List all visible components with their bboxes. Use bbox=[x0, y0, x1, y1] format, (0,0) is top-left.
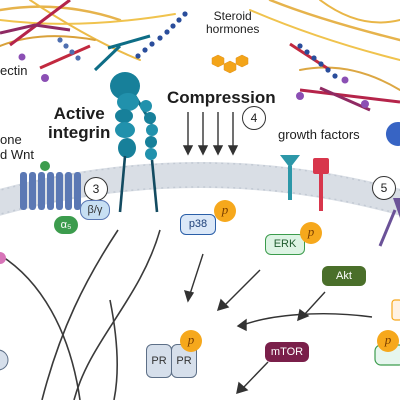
left-pink-dot bbox=[0, 252, 6, 264]
step-3-badge: 3 bbox=[84, 177, 108, 201]
pr-phospho: p bbox=[180, 330, 202, 352]
p38-phospho: p bbox=[214, 200, 236, 222]
seven-tm-receptor bbox=[20, 161, 81, 210]
g-beta-gamma: β/γ bbox=[80, 200, 110, 220]
compression-arrows bbox=[182, 112, 239, 156]
plasma-membrane bbox=[0, 162, 400, 216]
step-5-badge: 5 bbox=[372, 176, 396, 200]
right-edge-receptor bbox=[385, 121, 400, 146]
purple-dots bbox=[18, 53, 369, 108]
left-cut-label: one d Wnt bbox=[0, 132, 34, 162]
laminin-beads bbox=[57, 11, 338, 79]
signal-arrows bbox=[183, 253, 373, 395]
growth-factor-receptors bbox=[280, 155, 400, 247]
growth-factors-label: growth factors bbox=[278, 127, 360, 142]
steroid-hormones-label: Steroid hormones bbox=[206, 9, 260, 37]
mtor-kinase: mTOR bbox=[265, 342, 309, 362]
akt-kinase: Akt bbox=[322, 266, 366, 286]
step-4-badge: 4 bbox=[242, 106, 266, 130]
cytoskeleton bbox=[0, 229, 161, 400]
ecm-fibers bbox=[0, 0, 400, 91]
fibronectin-chains bbox=[0, 0, 400, 112]
erk-kinase: ERK bbox=[265, 234, 305, 255]
compression-label: Compression bbox=[167, 88, 276, 107]
integrin-structure bbox=[93, 34, 159, 213]
erk-phospho: p bbox=[300, 222, 322, 244]
steroid-hexagons bbox=[211, 54, 249, 74]
fibronectin-label: ectin bbox=[0, 63, 28, 78]
progesterone-receptor-1: PR bbox=[146, 344, 172, 378]
right-edge-phospho: p bbox=[377, 330, 399, 352]
active-integrin-label: Active integrin bbox=[48, 104, 111, 143]
g-alpha-subunit: α₅ bbox=[54, 216, 78, 234]
partial-node-2 bbox=[391, 299, 400, 321]
p38-kinase: p38 bbox=[180, 214, 216, 235]
left-partial-node bbox=[0, 349, 9, 371]
